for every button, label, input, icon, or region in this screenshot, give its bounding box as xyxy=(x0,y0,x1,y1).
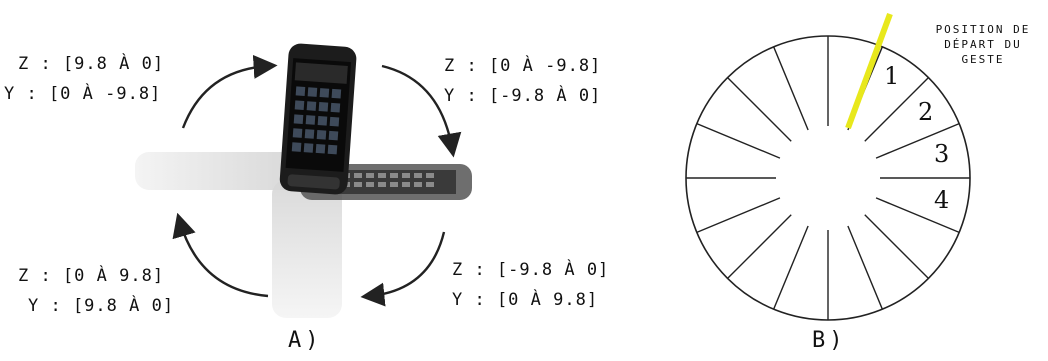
phone-face-down-left-icon xyxy=(135,152,310,190)
start-label-line2: départ du xyxy=(944,38,1022,51)
segment-number-1: 1 xyxy=(884,62,900,90)
arrow-top-right xyxy=(381,64,462,158)
segment-number-2: 2 xyxy=(918,98,934,126)
wheel-divider xyxy=(773,225,809,310)
wheel-divider xyxy=(875,123,960,159)
start-label-line1: Position de xyxy=(935,23,1031,36)
wheel-divider xyxy=(727,214,792,279)
wheel-divider xyxy=(773,46,809,131)
phone-upright-icon xyxy=(279,43,357,195)
label-top-left-y: Y : [0 À -9.8] xyxy=(4,84,162,104)
label-top-right-z: Z : [0 À -9.8] xyxy=(444,56,602,76)
label-bottom-right-y: Y : [0 À 9.8] xyxy=(452,290,599,310)
gesture-wheel xyxy=(685,12,971,321)
label-bottom-right-z: Z : [-9.8 À 0] xyxy=(452,260,610,280)
wheel-divider xyxy=(864,77,929,142)
wheel-divider xyxy=(847,225,883,310)
wheel-divider xyxy=(727,77,792,142)
segment-number-3: 3 xyxy=(934,140,950,168)
wheel-divider xyxy=(696,197,781,233)
arrow-bottom-left xyxy=(172,212,269,298)
label-top-right-y: Y : [-9.8 À 0] xyxy=(444,86,602,106)
start-position-label: Position de départ du geste xyxy=(918,22,1048,67)
wheel-divider xyxy=(864,214,929,279)
label-top-left-z: Z : [9.8 À 0] xyxy=(18,54,165,74)
label-bottom-left-y: Y : [9.8 À 0] xyxy=(28,296,175,316)
segment-number-4: 4 xyxy=(934,186,950,214)
wheel-divider xyxy=(875,197,960,233)
caption-a: A) xyxy=(288,328,323,353)
start-label-line3: geste xyxy=(961,53,1005,66)
start-position-marker xyxy=(845,12,893,130)
phone-upside-down-icon xyxy=(272,180,342,318)
caption-b: B) xyxy=(812,328,847,353)
label-bottom-left-z: Z : [0 À 9.8] xyxy=(18,266,165,286)
arrow-bottom-right xyxy=(360,231,446,307)
arrow-top-left xyxy=(181,54,278,129)
wheel-divider xyxy=(696,123,781,159)
